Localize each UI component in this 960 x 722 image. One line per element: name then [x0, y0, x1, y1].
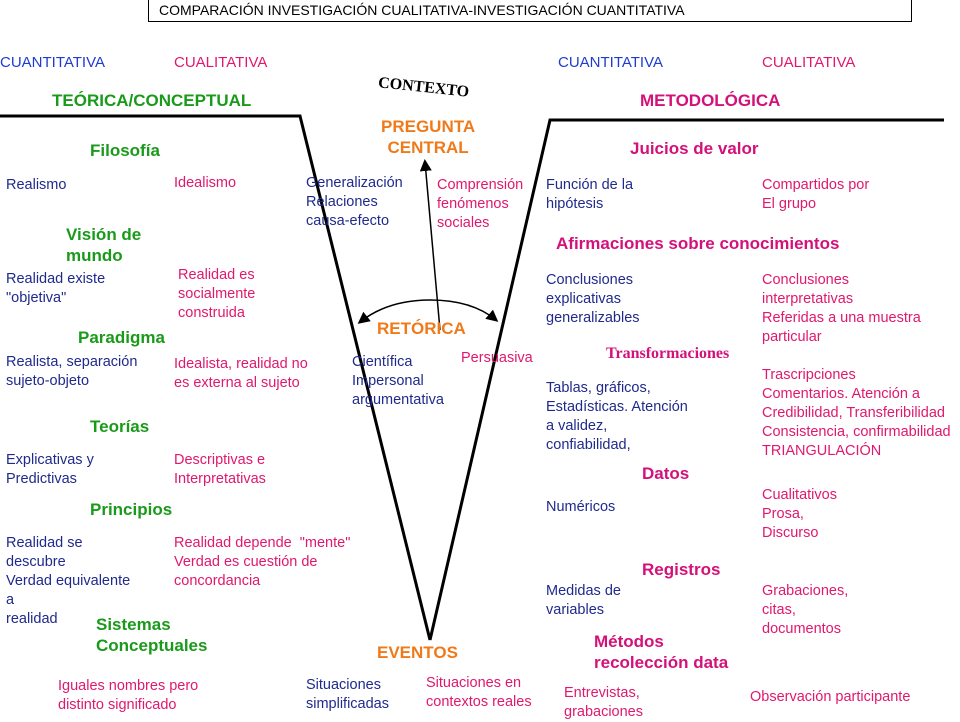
rhetoric-arc-left [357, 299, 431, 324]
worldview-qualitative: Realidad es socialmente construida [178, 267, 256, 321]
header-right-qualitative: CUALITATIVA [762, 54, 856, 71]
simplified-situations-text: Situaciones simplificadas [306, 677, 389, 712]
conceptual-systems-qualitative: Iguales nombres pero distinto significad… [58, 678, 199, 713]
comprehension-text: Comprensión fenómenos sociales [437, 177, 524, 231]
transformations-title: Transformaciones [606, 345, 730, 362]
header-left-qualitative: CUALITATIVA [174, 54, 268, 71]
principles-qualitative: Realidad depende "mente" Verdad es cuest… [174, 535, 351, 589]
scientific-text: Científica Impersonal argumentativa [352, 354, 444, 408]
methods-qualitative: Observación participante [750, 689, 911, 705]
philosophy-title: Filosofía [90, 141, 160, 160]
value-judgments-title: Juicios de valor [630, 139, 759, 158]
section-methodological: METODOLÓGICA [640, 91, 781, 110]
section-theoretical: TEÓRICA/CONCEPTUAL [52, 91, 252, 110]
value-judgments-qualitative: Compartidos por El grupo [762, 177, 870, 212]
rhetoric-arc-right [429, 299, 499, 322]
rhetoric-label: RETÓRICA [377, 319, 466, 338]
center-up-arrow [419, 159, 441, 331]
theories-quantitative: Explicativas y Predictivas [6, 452, 94, 487]
transformations-qualitative: Trascripciones Comentarios. Atención a C… [762, 367, 951, 459]
knowledge-claims-qualitative: Conclusiones interpretativas Referidas a… [762, 272, 921, 345]
header-left-quantitative: CUANTITATIVA [0, 54, 105, 71]
v-right-arm [428, 118, 944, 641]
data-qualitative: Cualitativos Prosa, Discurso [762, 487, 837, 541]
value-judgments-quantitative: Función de la hipótesis [546, 177, 634, 212]
paradigm-qualitative: Idealista, realidad no es externa al suj… [174, 356, 308, 391]
records-quantitative: Medidas de variables [546, 583, 621, 618]
methods-quantitative: Entrevistas, grabaciones [564, 685, 643, 720]
persuasive-text: Persuasiva [461, 350, 533, 366]
worldview-quantitative: Realidad existe "objetiva" [6, 271, 106, 306]
v-left-arm [0, 114, 432, 641]
records-qualitative: Grabaciones, citas, documentos [762, 583, 849, 637]
page-title: COMPARACIÓN INVESTIGACIÓN CUALITATIVA-IN… [159, 2, 685, 18]
paradigm-quantitative: Realista, separación sujeto-objeto [6, 354, 138, 389]
philosophy-qualitative: Idealismo [174, 175, 237, 191]
data-quantitative: Numéricos [546, 499, 616, 515]
data-title: Datos [642, 464, 690, 483]
conceptual-systems-title: Sistemas Conceptuales [96, 615, 208, 655]
principles-quantitative: Realidad se descubre Verdad equivalente … [6, 535, 131, 627]
events-label: EVENTOS [377, 643, 458, 662]
principles-title: Principios [90, 500, 173, 519]
transformations-quantitative: Tablas, gráficos, Estadísticas. Atención… [546, 380, 688, 453]
philosophy-quantitative: Realismo [6, 177, 67, 193]
knowledge-claims-quantitative: Conclusiones explicativas generalizables [546, 272, 640, 326]
worldview-title: Visión de mundo [66, 225, 142, 265]
title-box: COMPARACIÓN INVESTIGACIÓN CUALITATIVA-IN… [148, 0, 912, 22]
theories-title: Teorías [90, 417, 150, 436]
header-right-quantitative: CUANTITATIVA [558, 54, 663, 71]
generalization-text: Generalización Relaciones causa-efecto [306, 175, 403, 229]
paradigm-title: Paradigma [78, 328, 165, 347]
knowledge-claims-title: Afirmaciones sobre conocimientos [556, 234, 840, 253]
theories-qualitative: Descriptivas e Interpretativas [174, 452, 266, 487]
methods-title: Métodos recolección data [594, 632, 729, 672]
real-contexts-text: Situaciones en contextos reales [426, 675, 532, 710]
central-question-label: PREGUNTA CENTRAL [381, 117, 476, 157]
records-title: Registros [642, 560, 721, 579]
